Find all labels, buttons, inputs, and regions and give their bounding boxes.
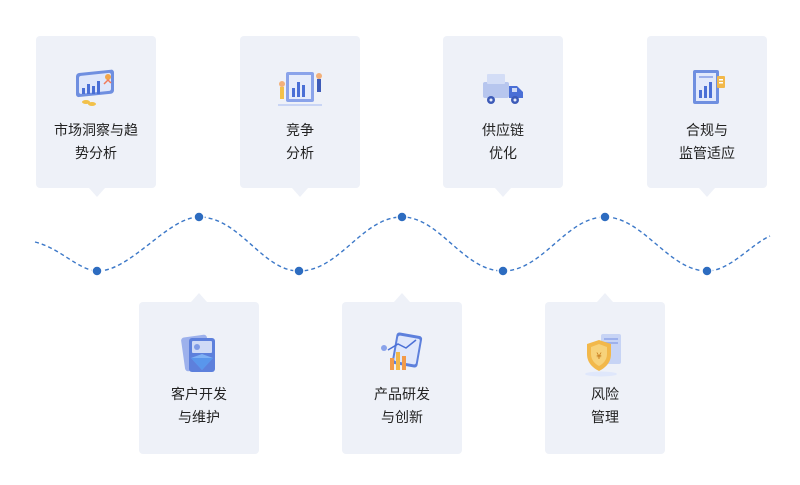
dot-6 [599,211,611,223]
card-label: 竞争 分析 [240,120,360,166]
competition-analysis-icon [278,72,322,106]
label-line-1: 竞争 [286,123,314,139]
risk-management-icon: ¥ [585,334,621,377]
label-line-2: 分析 [286,146,314,162]
card-compliance: 合规与 监管适应 [647,36,767,188]
dot-4 [396,211,408,223]
card-label: 产品研发 与创新 [342,384,462,430]
label-line-2: 势分析 [75,146,117,162]
label-line-2: 优化 [489,146,517,162]
market-insight-icon [76,69,114,106]
label-line-2: 管理 [591,410,619,426]
dot-7 [701,265,713,277]
label-line-2: 与创新 [381,410,423,426]
card-label: 风险 管理 [545,384,665,430]
label-line-1: 客户开发 [171,387,227,403]
timeline-dots [91,211,713,277]
card-product-innovation: 产品研发 与创新 [342,302,462,454]
card-competition-analysis: 竞争 分析 [240,36,360,188]
card-pointer [394,293,410,302]
dashed-wave-line [34,216,771,272]
label-line-1: 市场洞察与趋 [54,123,138,139]
dot-3 [293,265,305,277]
card-label: 合规与 监管适应 [647,120,767,166]
label-line-2: 监管适应 [679,146,735,162]
label-line-1: 风险 [591,387,619,403]
label-line-1: 合规与 [686,123,728,139]
card-supply-chain: 供应链 优化 [443,36,563,188]
card-pointer [89,188,105,197]
card-pointer [292,188,308,197]
card-market-insight: 市场洞察与趋 势分析 [36,36,156,188]
svg-text:¥: ¥ [596,352,602,362]
label-line-2: 与维护 [178,410,220,426]
product-innovation-icon [381,332,423,370]
label-line-1: 供应链 [482,123,524,139]
card-label: 供应链 优化 [443,120,563,166]
card-pointer [597,293,613,302]
card-customer-development: 客户开发 与维护 [139,302,259,454]
dot-5 [497,265,509,277]
supply-chain-icon [483,74,523,104]
card-label: 客户开发 与维护 [139,384,259,430]
label-line-1: 产品研发 [374,387,430,403]
card-pointer [191,293,207,302]
card-risk-management: ¥ 风险 管理 [545,302,665,454]
dot-2 [193,211,205,223]
card-pointer [699,188,715,197]
customer-development-icon [181,334,215,372]
card-label: 市场洞察与趋 势分析 [36,120,156,166]
card-pointer [495,188,511,197]
compliance-icon [693,70,725,104]
dot-1 [91,265,103,277]
